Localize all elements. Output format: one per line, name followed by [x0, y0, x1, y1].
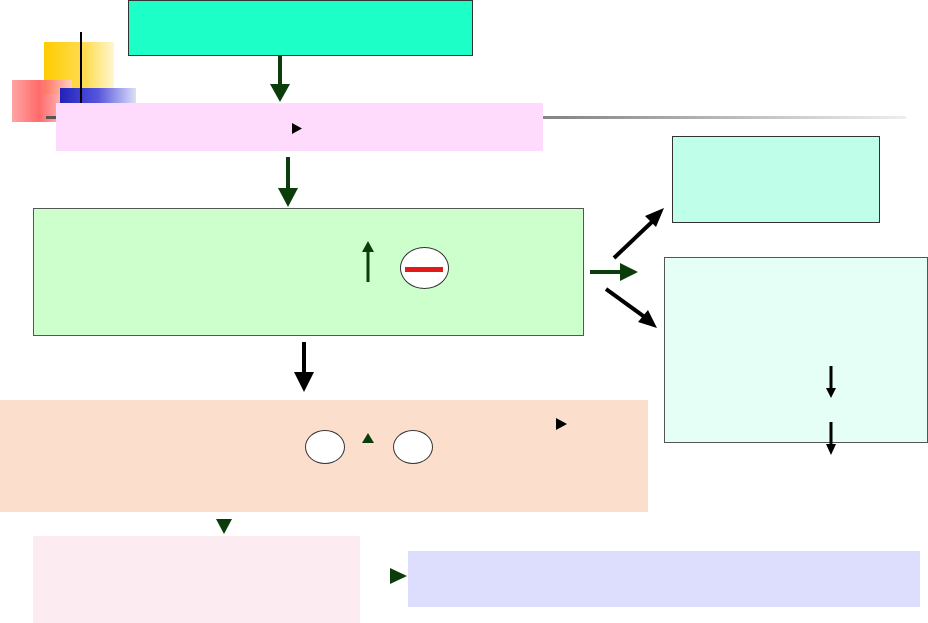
inhibit-minus-icon	[405, 267, 443, 272]
up-arrow-icon	[362, 241, 374, 282]
up-triangle-icon	[362, 433, 374, 443]
lavender-box	[408, 551, 920, 607]
down-arrow-icon	[270, 56, 290, 102]
lightcyan-box	[664, 257, 928, 443]
right-triangle-icon	[292, 123, 302, 134]
left-circle	[305, 430, 345, 464]
lightpink-box	[33, 536, 360, 623]
down-arrow-icon	[826, 422, 836, 455]
right-triangle-icon	[390, 568, 407, 584]
decor-blue-bar	[60, 88, 136, 104]
right-arrow-icon	[590, 263, 638, 281]
pink-box	[56, 103, 543, 151]
down-triangle-icon	[216, 519, 232, 534]
diagonal-up-arrow-icon	[612, 208, 664, 260]
top-box	[128, 0, 473, 56]
cyan-box	[672, 136, 880, 223]
down-arrow-icon	[294, 342, 314, 392]
green-box	[33, 208, 584, 336]
down-arrow-icon	[278, 157, 298, 207]
right-triangle-icon	[556, 418, 567, 430]
decor-vertical-line	[80, 32, 82, 120]
down-arrow-icon	[826, 366, 836, 398]
right-circle	[393, 430, 433, 464]
diagonal-down-arrow-icon	[604, 287, 657, 328]
